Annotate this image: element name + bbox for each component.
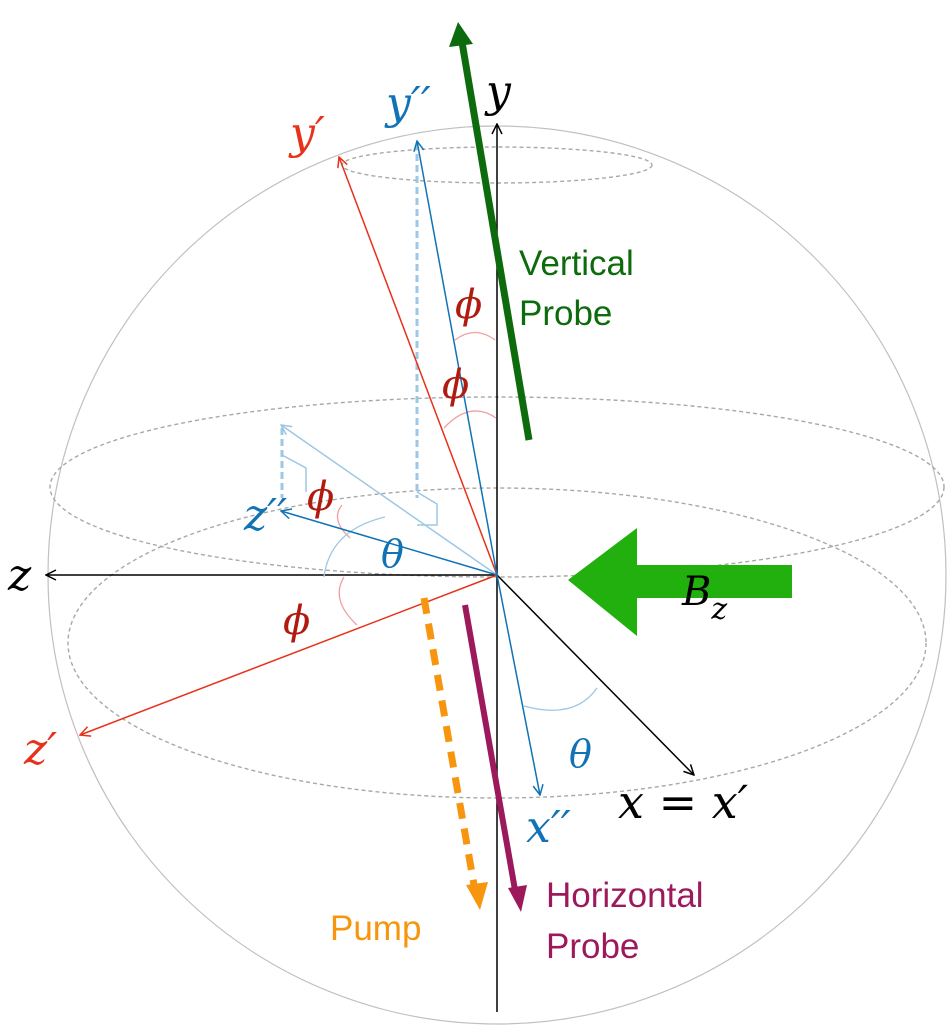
z-double-prime-axis-line [281,511,498,576]
x-axis-line [496,574,694,775]
angle-arcs [323,331,598,711]
pump-label: Pump [330,909,421,948]
y-axis-label: y [484,66,512,117]
projection-helpers [281,143,498,576]
phi-label-top: ϕ [455,282,482,328]
horizontal-probe-label-line1: Horizontal [546,876,704,915]
z-prime-axis-label: z′ [23,724,57,775]
y-prime-axis-line [339,157,498,576]
x-double-prime-axis-line [496,574,540,795]
y-double-prime-axis-line [417,141,498,576]
z-double-prime-axis-label: z′′ [243,490,287,541]
b-field-arrow [568,528,792,636]
z-axis-label: z [7,550,32,601]
vertical-probe-beam [449,22,533,441]
theta-label-right: θ [569,732,592,776]
b-field-label-sub: z [710,592,727,627]
theta-label-left: θ [381,532,404,576]
phi-label-bottom: ϕ [283,598,310,644]
vertical-probe-label-line2: Probe [519,294,612,333]
vertical-probe-label-line1: Vertical [519,244,634,283]
horizontal-probe-label-line2: Probe [546,927,639,966]
phi-label-middle: ϕ [442,362,469,408]
x-double-prime-axis-label: x′′ [526,802,571,853]
x-axis-label: x = x′ [618,775,749,829]
b-field-label: Bz [681,569,727,627]
pump-beam [420,597,488,910]
y-double-prime-axis-label: y′′ [384,78,431,129]
y-prime-axis-label: y′ [288,108,325,159]
b-field-label-main: B [681,569,711,615]
phi-label-left: ϕ [307,474,334,520]
horizontal-probe-beam [462,604,527,912]
